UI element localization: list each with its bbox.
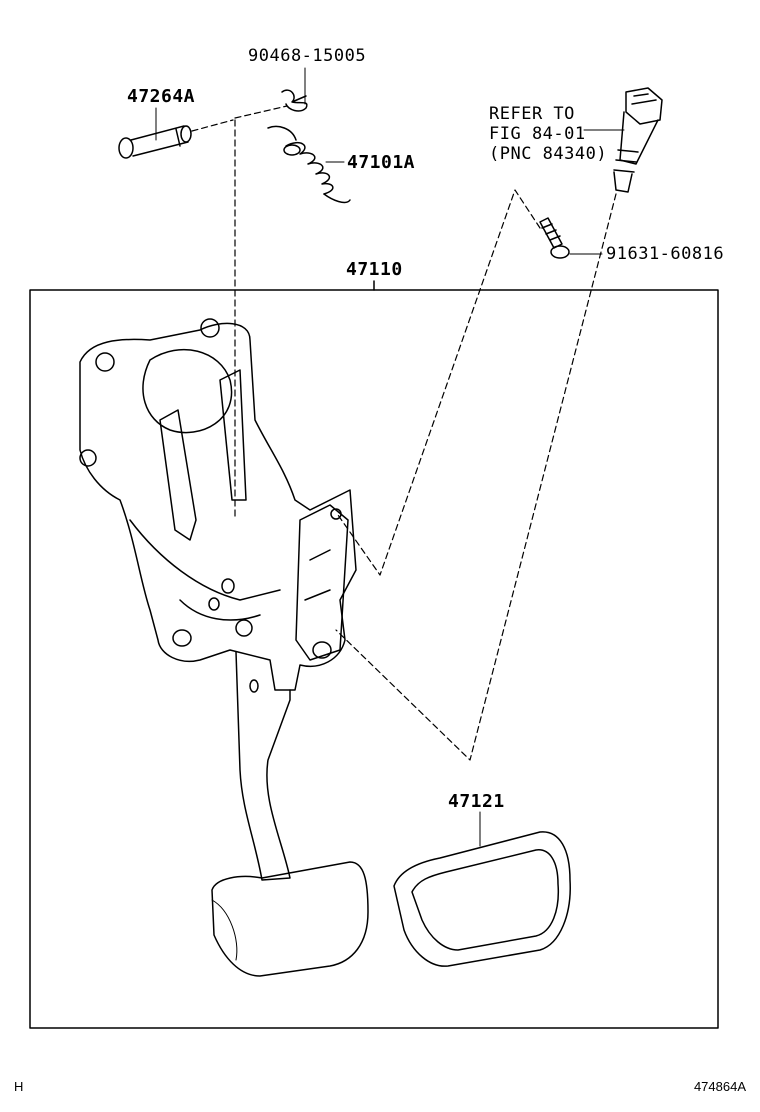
clip-part bbox=[234, 67, 308, 119]
guide-switch-to-pedal bbox=[335, 193, 617, 761]
guide-bolt-to-bracket bbox=[337, 189, 541, 576]
refer-text-line1: REFER TO bbox=[489, 104, 575, 124]
pedal-foot bbox=[211, 861, 369, 977]
pedal-pad-part bbox=[393, 811, 571, 967]
pedal-arm bbox=[235, 651, 291, 881]
pin-part bbox=[118, 107, 234, 159]
figure-id: 474864A bbox=[693, 1079, 746, 1094]
refer-text-line3: (PNC 84340) bbox=[489, 144, 608, 164]
refer-text-line2: FIG 84-01 bbox=[489, 124, 586, 144]
footer-left-mark: H bbox=[14, 1079, 24, 1094]
assembly-part-number: 47110 bbox=[346, 259, 403, 280]
spring-part bbox=[267, 125, 351, 204]
pedal-bracket bbox=[79, 318, 357, 691]
spring-part-number: 47101A bbox=[347, 152, 416, 173]
pad-part-number: 47121 bbox=[448, 791, 505, 812]
assembly-frame bbox=[29, 289, 719, 1029]
bolt-part-number: 91631-60816 bbox=[606, 244, 725, 264]
stop-switch-part bbox=[583, 87, 663, 193]
bolt-part bbox=[539, 217, 603, 259]
pin-part-number: 47264A bbox=[127, 86, 196, 107]
clip-part-number: 90468-15005 bbox=[248, 46, 367, 66]
